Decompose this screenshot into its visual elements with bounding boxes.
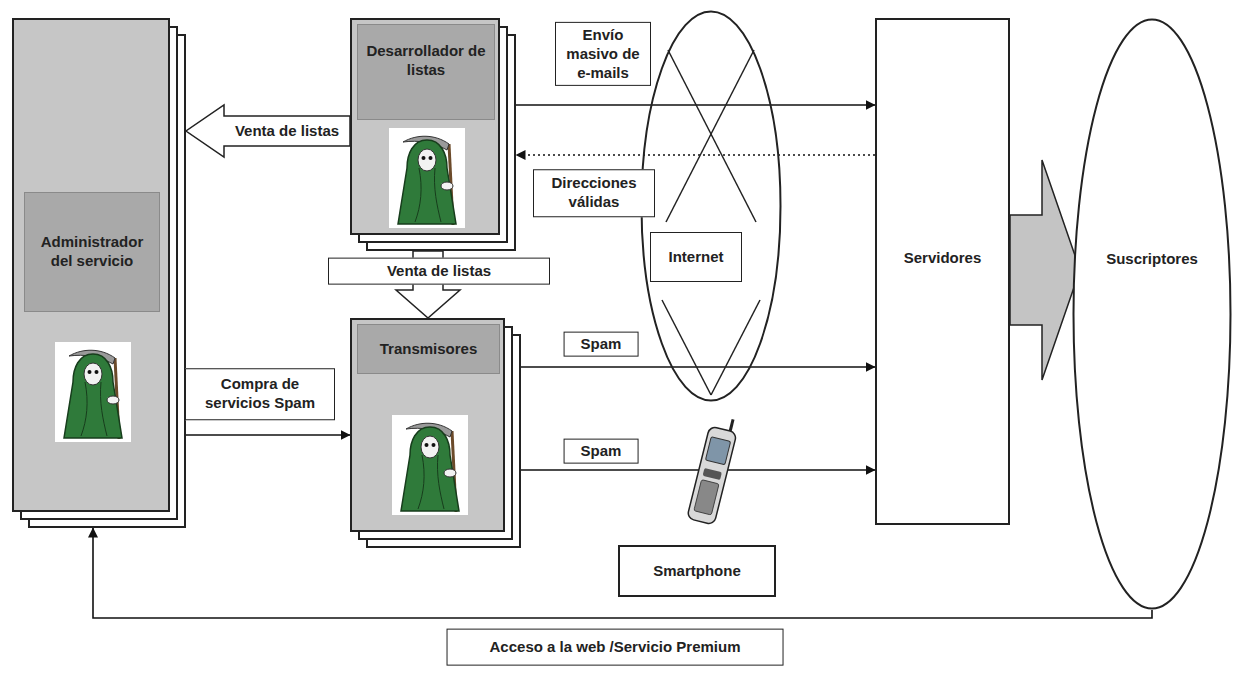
- header-panel: Transmisores: [357, 324, 500, 374]
- phone-keypad: [694, 480, 719, 515]
- eye: [88, 370, 92, 374]
- edge-label: Spam: [564, 332, 639, 357]
- connector: [93, 528, 1152, 618]
- block-arrow: [186, 105, 350, 157]
- header-panel: Administrador del servicio: [24, 192, 160, 312]
- actor-box: Desarrollador de listas: [350, 18, 500, 235]
- edge-label: Acceso a la web /Servicio Premium: [447, 629, 784, 666]
- reaper-icon: [55, 342, 131, 442]
- skeletal-hand: [107, 396, 119, 404]
- edge-label: Envío masivo de e-mails: [555, 22, 651, 86]
- edge-label: Spam: [564, 439, 639, 464]
- skeletal-hand: [441, 182, 453, 190]
- robe-folds: [415, 168, 441, 222]
- robe: [398, 140, 456, 224]
- network-mesh-line: [668, 50, 756, 222]
- icon-ground: [55, 342, 131, 442]
- node-title: Desarrollador de listas: [362, 42, 490, 80]
- robe-folds: [81, 382, 107, 436]
- eye: [432, 443, 436, 447]
- edge-label: Venta de listas: [328, 258, 550, 285]
- skull-face: [418, 149, 436, 171]
- robe-folds: [418, 455, 444, 509]
- node-title: Suscriptores: [1106, 250, 1198, 269]
- connector: [521, 366, 875, 368]
- icon-ground: [389, 128, 465, 228]
- phone-screen: [705, 437, 730, 465]
- phone-body: [687, 426, 737, 525]
- edge-label: Compra de servicios Spam: [185, 368, 335, 420]
- reaper-icon: [392, 415, 468, 515]
- robe: [64, 354, 122, 438]
- robe: [401, 427, 459, 511]
- node-title: Servidores: [904, 249, 982, 268]
- network-mesh-line: [711, 300, 760, 395]
- server-box: Servidores: [875, 18, 1010, 525]
- header-panel: Desarrollador de listas: [357, 24, 495, 120]
- ellipse-shape: [642, 12, 781, 401]
- ellipse-shape: [1074, 20, 1231, 609]
- node-title: Transmisores: [380, 340, 478, 359]
- ellipse-outline: [1072, 18, 1232, 610]
- edge-label: Venta de listas: [231, 121, 343, 142]
- eye: [95, 370, 99, 374]
- eye: [429, 156, 433, 160]
- eye: [422, 156, 426, 160]
- block-arrow: [1010, 160, 1080, 380]
- connector: [186, 434, 350, 436]
- phone-antenna: [730, 419, 733, 431]
- network-ellipse: Internet: [640, 10, 782, 402]
- phone-navigation: [703, 468, 722, 480]
- node-title: Administrador del servicio: [29, 233, 155, 271]
- actor-box: Administrador del servicio: [12, 18, 170, 512]
- node-title: Internet: [668, 248, 723, 267]
- icon-ground: [392, 415, 468, 515]
- edge-label: Direcciones válidas: [533, 169, 655, 217]
- dotted-connector: [516, 154, 875, 156]
- network-mesh-line: [666, 50, 754, 222]
- skull-face: [421, 436, 439, 458]
- network-mesh-line: [662, 300, 711, 395]
- skull-face: [84, 363, 102, 385]
- network-label-box: Internet: [650, 232, 742, 282]
- skeletal-hand: [444, 469, 456, 477]
- reaper-icon: [389, 128, 465, 228]
- actor-box: Transmisores: [350, 318, 505, 532]
- node-title: Smartphone: [653, 562, 741, 581]
- eye: [425, 443, 429, 447]
- ellipse-outline: [640, 10, 782, 402]
- smartphone-icon: [687, 414, 740, 525]
- subscriber-ellipse: Suscriptores: [1072, 18, 1232, 610]
- device-label-box: Smartphone: [618, 545, 776, 597]
